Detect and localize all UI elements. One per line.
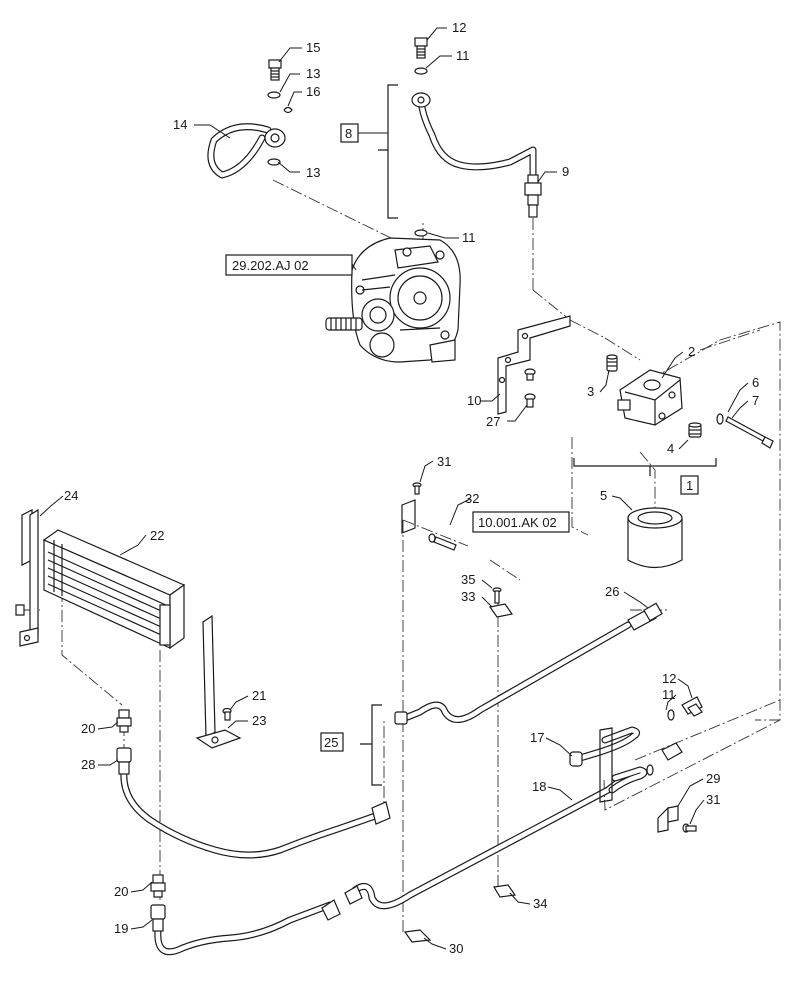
callout-numbers: 15 13 16 14 13 12 11 9 11 10 27 3 2 6 7 …: [64, 20, 759, 956]
callout-28: 28: [81, 757, 95, 772]
washer-11-mid-icon: [414, 229, 428, 237]
bolt-15-icon: [268, 59, 282, 81]
callout-13-upper: 13: [306, 66, 320, 81]
callout-31-lower: 31: [706, 792, 720, 807]
callout-23: 23: [252, 713, 266, 728]
callout-13-lower: 13: [306, 165, 320, 180]
callout-12-lower: 12: [662, 671, 676, 686]
bracket-29-icon: [657, 805, 679, 833]
tube-8-icon: [411, 92, 537, 179]
clamp-33-icon: [488, 603, 514, 618]
callout-19: 19: [114, 921, 128, 936]
callout-27: 27: [486, 414, 500, 429]
callout-29: 29: [706, 771, 720, 786]
group-bracket-1: [573, 458, 717, 476]
box-8: [340, 123, 359, 143]
bracket-10-icon: [497, 315, 571, 415]
callout-4: 4: [667, 441, 674, 456]
fitting-20-upper-icon: [116, 709, 132, 733]
filter-head-icon: [617, 369, 683, 426]
clamp-30-icon: [403, 929, 432, 943]
callout-34: 34: [533, 896, 547, 911]
hose-28-icon: [116, 747, 391, 859]
callout-20-lower: 20: [114, 884, 128, 899]
callout-2: 2: [688, 344, 695, 359]
bolt-31-lower-icon: [682, 823, 697, 833]
clamp-34-icon: [493, 884, 517, 898]
leader-lines: [39, 27, 749, 950]
washer-11-top-icon: [414, 67, 428, 75]
callout-11-mid: 11: [462, 230, 476, 245]
callout-35: 35: [461, 572, 475, 587]
washer-13-lower-icon: [267, 158, 281, 166]
washer-11-lower-icon: [667, 709, 675, 721]
callout-9: 9: [562, 164, 569, 179]
bolt-27-icon: [524, 368, 536, 408]
hose-19-icon: [150, 899, 341, 956]
callout-10: 10: [467, 393, 481, 408]
group-bracket-25: [360, 704, 382, 786]
callout-31-upper: 31: [437, 454, 451, 469]
tube-17-icon: [569, 726, 648, 803]
boxed-callouts: 8 1 25 29.202.AJ 02 10.001.AK 02: [225, 123, 699, 752]
callout-5: 5: [600, 488, 607, 503]
washer-6-icon: [716, 413, 724, 425]
callout-17: 17: [530, 730, 544, 745]
pump-reference-box[interactable]: [225, 254, 353, 276]
callout-22: 22: [150, 528, 164, 543]
fitting-9-icon: [524, 174, 542, 218]
callout-11-top: 11: [456, 48, 470, 63]
tube-18-icon: [344, 771, 636, 910]
bolt-12-lower-icon: [681, 696, 703, 717]
callout-20-upper: 20: [81, 721, 95, 736]
box-8-label: 8: [345, 126, 352, 141]
callout-6: 6: [752, 375, 759, 390]
callout-26: 26: [605, 584, 619, 599]
bolt-21-icon: [222, 707, 232, 721]
box-25: [320, 732, 344, 752]
bolt-7-icon: [725, 416, 774, 449]
callout-16: 16: [306, 84, 320, 99]
box-1-label: 1: [686, 478, 693, 493]
callout-15: 15: [306, 40, 320, 55]
seal-16-icon: [283, 106, 293, 114]
oil-filter-icon: [627, 507, 683, 569]
tube-26-icon: [394, 602, 663, 725]
callout-32: 32: [465, 491, 479, 506]
callout-24: 24: [64, 488, 78, 503]
hydraulic-pump-icon: [325, 237, 461, 363]
pump-reference-label[interactable]: 29.202.AJ 02: [232, 258, 309, 273]
pump-shaft: [325, 317, 363, 331]
fitting-4-icon: [688, 422, 702, 438]
bolt-mid-icon: [646, 742, 683, 776]
group-bracket-8: [378, 84, 398, 219]
bolt-35-icon: [492, 587, 502, 604]
callout-12-top: 12: [452, 20, 466, 35]
callout-18: 18: [532, 779, 546, 794]
clip-31-icon: [401, 482, 422, 534]
hose-14-icon: [207, 123, 286, 179]
callout-7: 7: [752, 393, 759, 408]
callout-30: 30: [449, 941, 463, 956]
bracket-23-icon: [195, 614, 242, 749]
bracket-24-icon: [15, 508, 39, 647]
bolt-12-top-icon: [414, 37, 428, 59]
oil-cooler-icon: [42, 529, 186, 650]
box-1: [680, 475, 699, 495]
box-25-label: 25: [324, 735, 338, 750]
fitting-3-icon: [606, 354, 618, 372]
callout-21: 21: [252, 688, 266, 703]
callout-3: 3: [587, 384, 594, 399]
callout-33: 33: [461, 589, 475, 604]
filter-reference-label[interactable]: 10.001.AK 02: [478, 515, 557, 530]
filter-reference-box[interactable]: [472, 511, 570, 533]
bolt-32-icon: [428, 533, 457, 551]
washer-13-upper-icon: [267, 91, 281, 99]
fitting-20-lower-icon: [150, 874, 166, 898]
callout-11-lower: 11: [662, 687, 676, 702]
callout-14: 14: [173, 117, 187, 132]
